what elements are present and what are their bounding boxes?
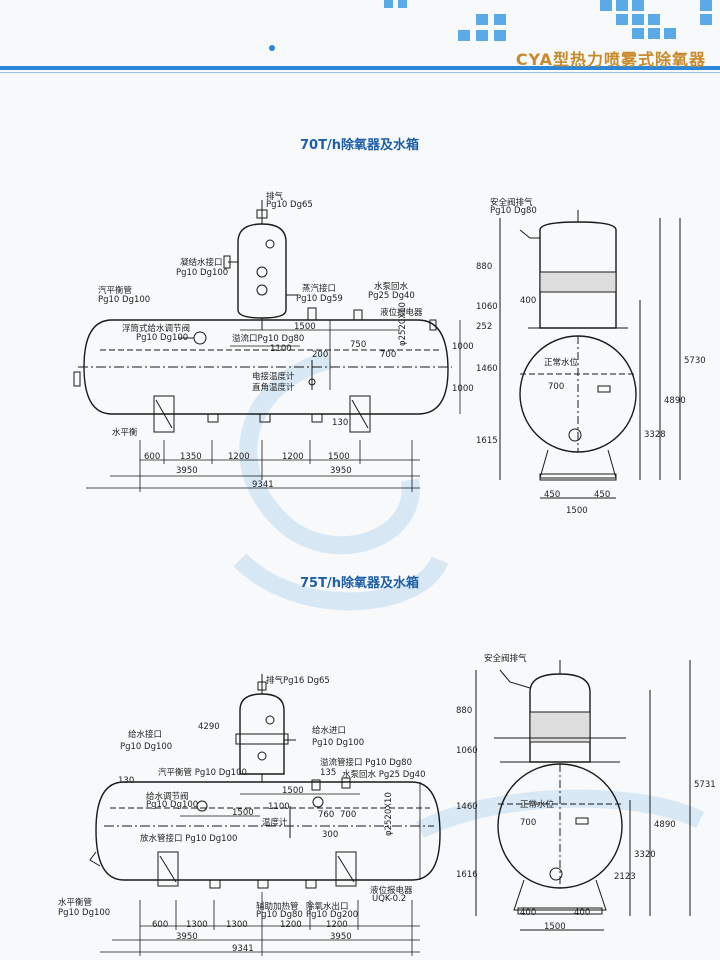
header-title: CYA型热力喷雾式除氧器 [515,50,706,69]
top-fittings-2 [196,777,351,838]
header-decoration [0,0,720,73]
header-tiles [384,0,712,41]
dimension-lines [86,320,461,492]
tank-supports [153,395,371,433]
diagram-75t [89,660,691,956]
side-view [499,210,681,499]
tank-supports-2 [157,851,357,889]
deaerator-head [223,200,298,330]
dimension-lines-2 [100,782,421,956]
section1-title: 70T/h除氧器及水箱 [300,138,419,153]
section2-title: 75T/h除氧器及水箱 [300,576,419,591]
diagram-70t [73,200,681,499]
main-water-tank-2 [89,781,441,881]
main-water-tank [73,319,452,415]
top-fittings [178,307,437,390]
side-view-2 [475,660,691,931]
deaerator-head-2 [235,674,296,782]
